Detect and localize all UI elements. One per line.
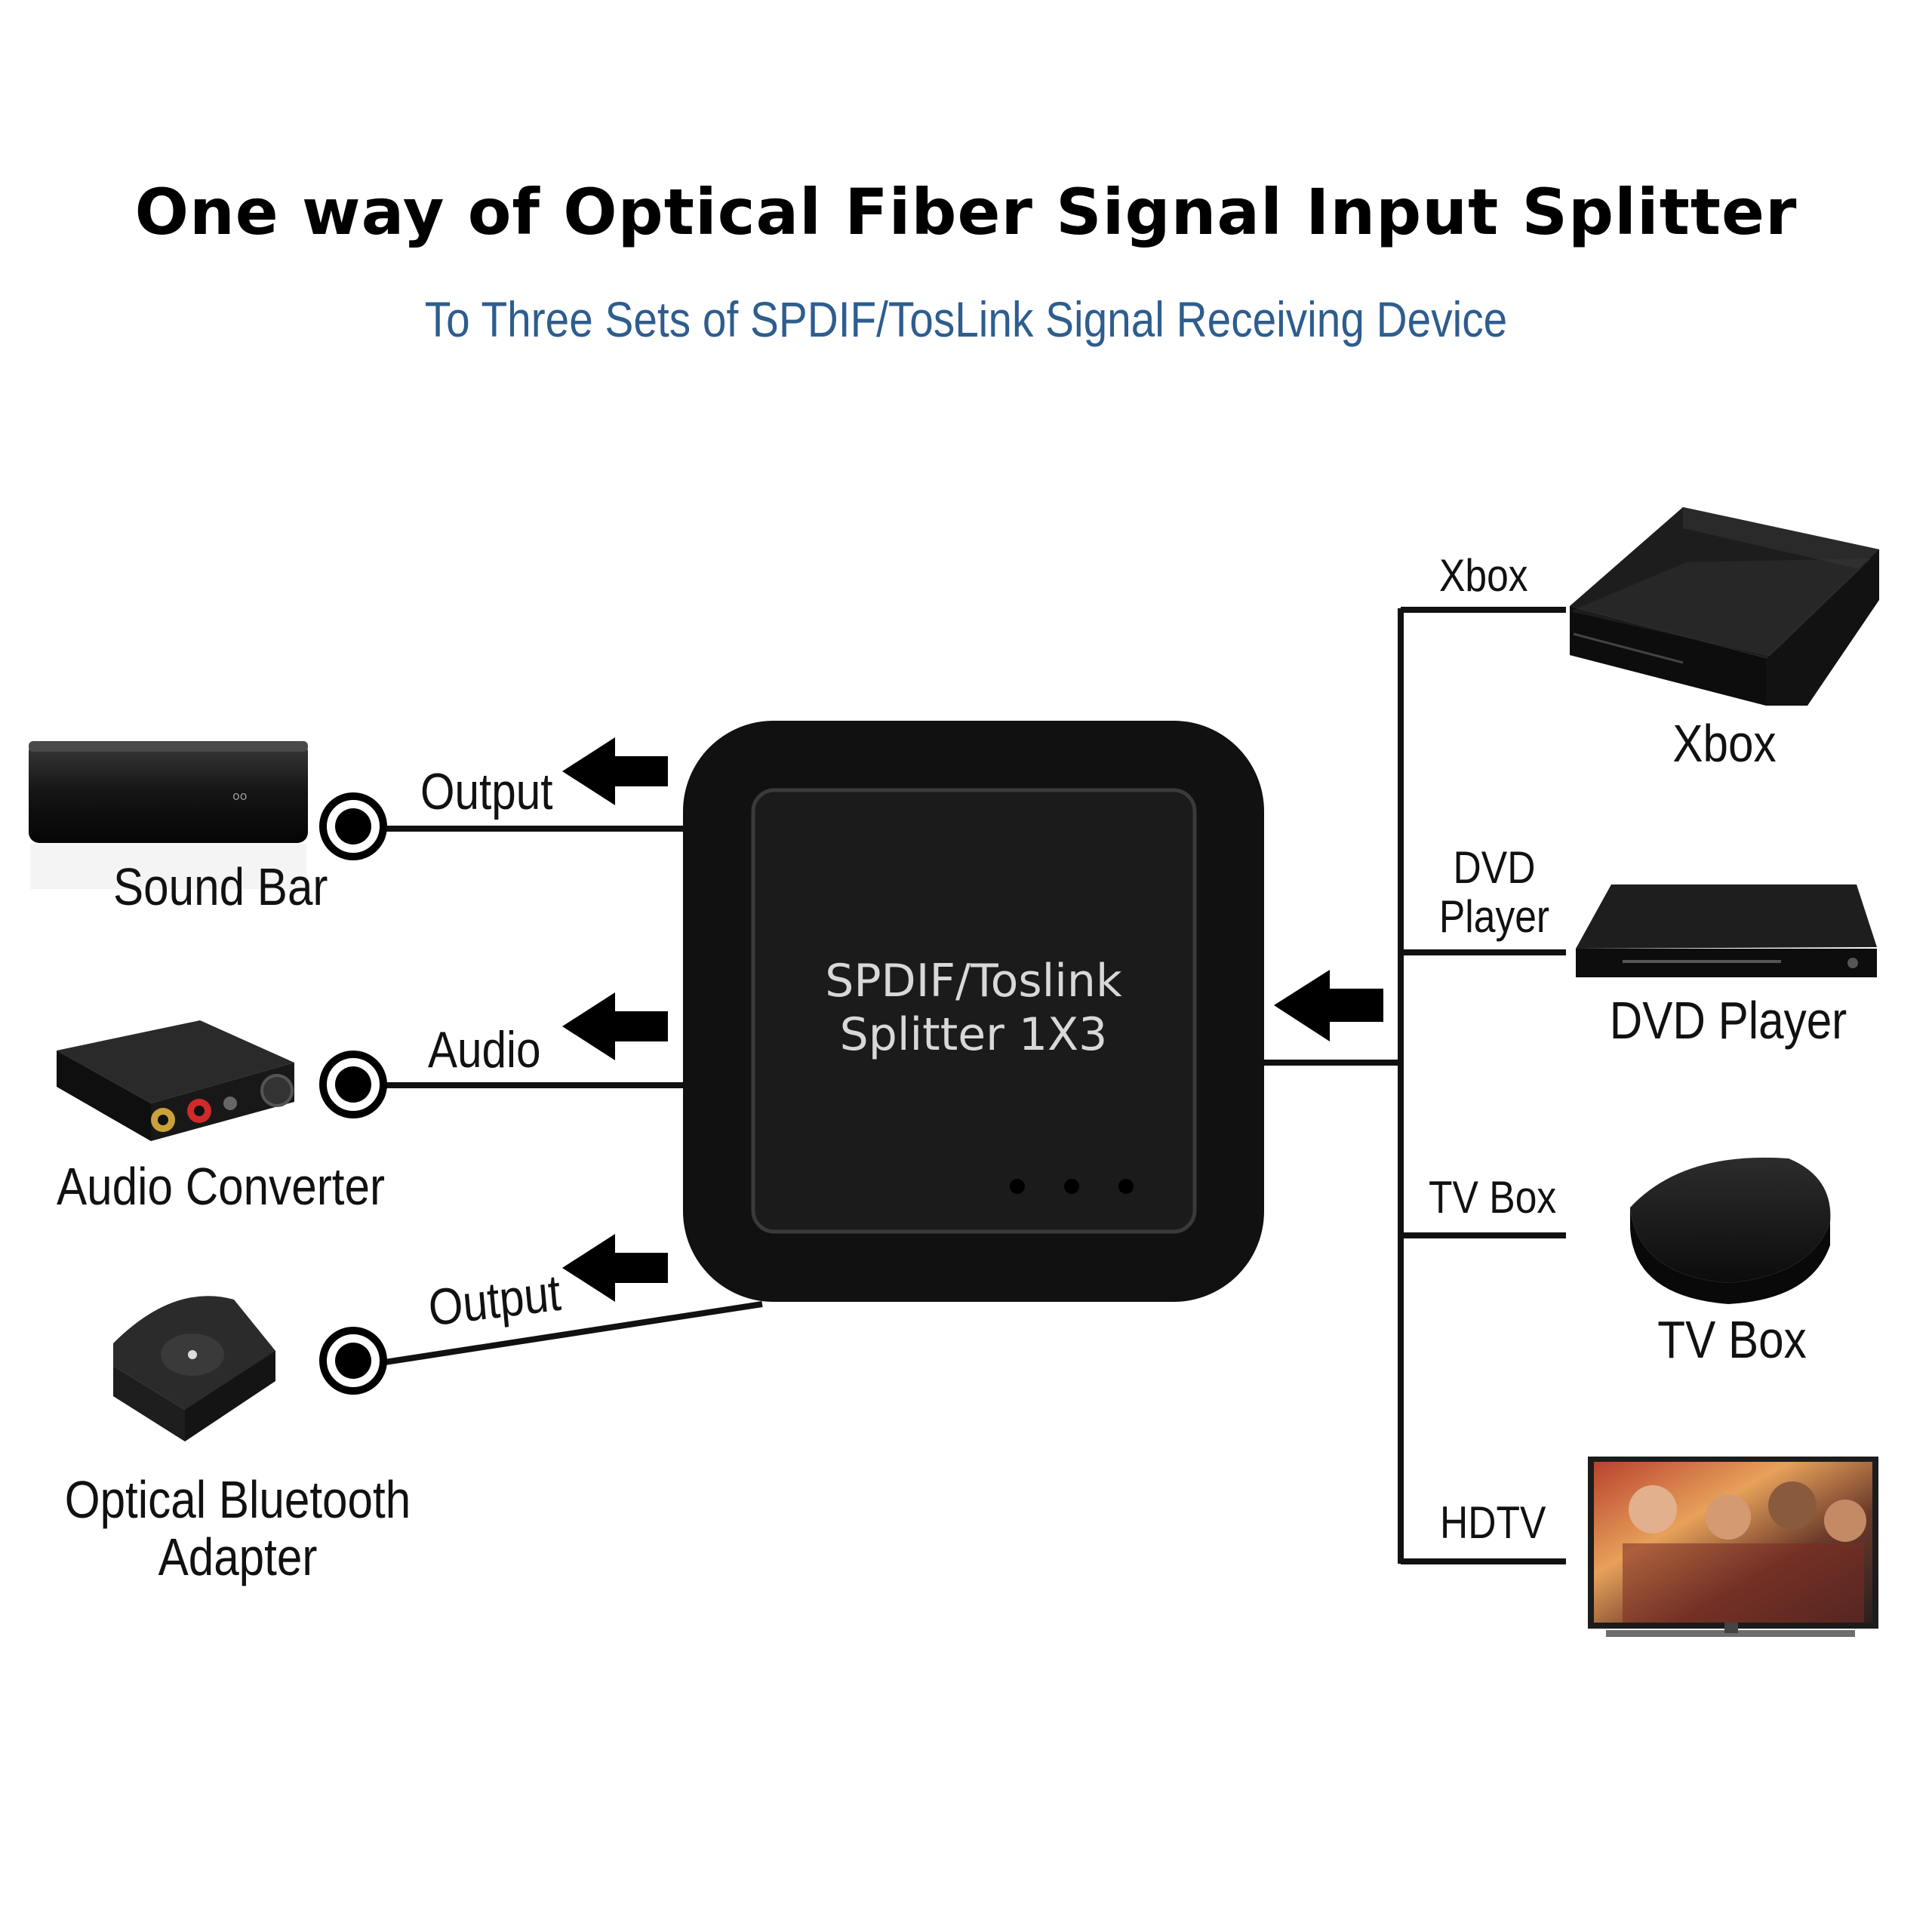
device-label-soundbar: Sound Bar: [113, 857, 328, 916]
dvd-player-icon: [1576, 884, 1877, 977]
splitter-device: [683, 721, 1264, 1302]
port-audio-converter-icon: [319, 1051, 387, 1118]
tv-box-icon: [1630, 1157, 1831, 1304]
device-label-audio-converter: Audio Converter: [57, 1157, 386, 1216]
device-label-tv-box: TV Box: [1657, 1310, 1807, 1369]
xbox-icon: [1570, 507, 1879, 706]
indicator-led: [1010, 1179, 1025, 1194]
device-label-dvd-player: DVD Player: [1609, 991, 1847, 1050]
svg-text:oo: oo: [232, 789, 248, 803]
link-label-tv-box: TV Box: [1429, 1172, 1557, 1223]
link-label-xbox: Xbox: [1439, 550, 1528, 601]
device-label-xbox: Xbox: [1672, 714, 1777, 773]
port-soundbar-icon: [319, 792, 387, 860]
indicator-led: [1118, 1179, 1134, 1194]
arrow-left-icon: [1274, 970, 1383, 1041]
bluetooth-adapter-icon: [113, 1296, 275, 1441]
output-lines: [384, 826, 763, 1365]
input-bus: [1264, 607, 1566, 1564]
link-label-dvd-line2: Player: [1438, 891, 1550, 942]
port-bluetooth-adapter-icon: [319, 1327, 387, 1395]
hdtv-icon: [1588, 1457, 1878, 1637]
output-line-bluetooth-adapter: [384, 1301, 763, 1365]
splitter-label-line1: SPDIF/Toslink: [825, 955, 1122, 1008]
arrow-left-icon: [562, 992, 668, 1060]
link-label-dvd-line1: DVD: [1453, 842, 1536, 893]
audio-converter-icon: [57, 1020, 294, 1141]
arrow-left-icon: [562, 1234, 668, 1302]
page-subtitle: To Three Sets of SPDIF/TosLink Signal Re…: [424, 291, 1508, 347]
page-title: One way of Optical Fiber Signal Input Sp…: [134, 175, 1798, 249]
link-label-audio: Audio: [428, 1021, 541, 1078]
splitter-label: SPDIF/Toslink Splitter 1X3: [823, 955, 1124, 1062]
device-label-bluetooth-adapter: Optical Bluetooth Adapter: [60, 1470, 417, 1586]
soundbar-icon: oo: [29, 741, 308, 889]
arrow-left-icon: [562, 737, 668, 805]
link-label-dvd-player: DVD Player: [1429, 842, 1559, 942]
link-label-output-1: Output: [420, 763, 553, 820]
device-label-bluetooth-line2: Adapter: [158, 1527, 318, 1586]
link-label-hdtv: HDTV: [1440, 1497, 1546, 1548]
splitter-label-line2: Splitter 1X3: [839, 1008, 1108, 1061]
device-label-bluetooth-line1: Optical Bluetooth: [64, 1470, 411, 1529]
indicator-led: [1064, 1179, 1079, 1194]
